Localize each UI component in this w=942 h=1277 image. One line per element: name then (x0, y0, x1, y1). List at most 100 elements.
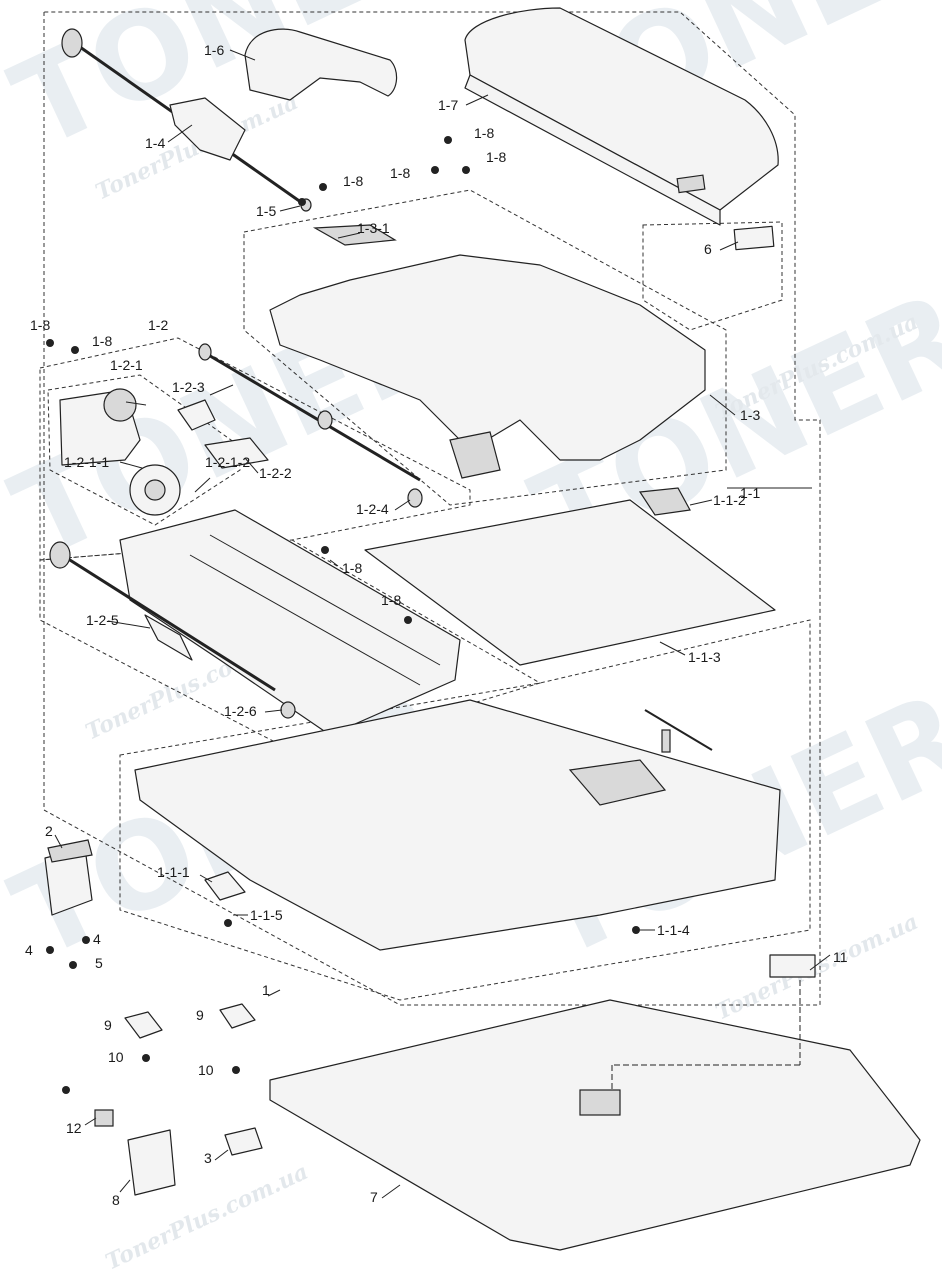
sheet-guide-1-3-1 (312, 224, 397, 246)
callout-label: 1-1-4 (657, 922, 690, 938)
callout-label: 1-2-2 (259, 465, 292, 481)
screws (46, 136, 640, 1094)
callout-label: 1-2-1 (110, 357, 143, 373)
screw-icon (319, 183, 327, 191)
screw-icon (232, 1066, 240, 1074)
label-11 (769, 954, 816, 978)
screw-icon (404, 616, 412, 624)
callout-label: 5 (95, 955, 103, 971)
leader-line (381, 1184, 401, 1199)
leader-line (214, 1149, 229, 1161)
frame-latch (449, 431, 501, 479)
screw-icon (444, 136, 452, 144)
callout-label: 1-8 (381, 592, 401, 608)
leader-line (125, 401, 147, 406)
guide-part (244, 28, 398, 101)
callout-label: 9 (196, 1007, 204, 1023)
screw-icon (298, 198, 306, 206)
leader-line (119, 1179, 131, 1193)
feed-frame-rib (209, 534, 441, 666)
bushing-1-2-4 (407, 488, 423, 508)
hinge-clip-3 (224, 1127, 263, 1156)
callout-label: 3 (204, 1150, 212, 1166)
upper-guide-frame (269, 254, 706, 461)
callout-label: 1-6 (204, 42, 224, 58)
callout-label: 1-8 (343, 173, 363, 189)
leader-line (337, 232, 361, 239)
callout-label: 1-1 (740, 485, 760, 501)
screw-icon (62, 1086, 70, 1094)
parts-layer (44, 7, 921, 1251)
separation-roller (144, 614, 193, 661)
callout-label: 10 (108, 1049, 124, 1065)
callout-label: 1-1-1 (157, 864, 190, 880)
screw-icon (71, 346, 79, 354)
bushing-1-2-6 (280, 701, 296, 719)
callout-label: 1-8 (390, 165, 410, 181)
callout-label: 1-7 (438, 97, 458, 113)
leader-line (209, 384, 234, 396)
leader-line (84, 1117, 97, 1126)
callout-label: 12 (66, 1120, 82, 1136)
callout-label: 1-1-3 (688, 649, 721, 665)
leader-line (465, 94, 489, 106)
screw-icon (46, 946, 54, 954)
callout-label: 1-2-3 (172, 379, 205, 395)
leader-line (329, 559, 339, 567)
callout-label: 6 (704, 241, 712, 257)
leader-line (167, 124, 193, 143)
callout-label: 1-1-2 (713, 492, 746, 508)
callout-label: 1-2-1-2 (205, 454, 250, 470)
shaft-gear (61, 28, 83, 58)
top-cover-window (676, 174, 706, 194)
screw-icon (321, 546, 329, 554)
watermark-site: TonerPlus.com.ua (712, 909, 923, 1026)
hinge-clip-12 (94, 1109, 114, 1127)
hinge-bracket-9-right (219, 1003, 256, 1029)
callout-labels: 1-6 1-7 1-4 1-8 1-8 1-8 1-8 1-5 1-3-1 6 … (25, 42, 848, 1208)
leader-line (194, 477, 211, 493)
callout-label: 1-1-5 (250, 907, 283, 923)
leader-line (229, 49, 256, 61)
leader-line (267, 989, 281, 997)
callout-label: 1-2-1-1 (64, 454, 109, 470)
hinge-bracket-9-left (124, 1011, 163, 1039)
platen-cover (269, 999, 921, 1251)
callout-label: 1-2-4 (356, 501, 389, 517)
pickup-roller-assembly (169, 97, 246, 161)
document-tray-sheet (364, 499, 776, 666)
callout-label: 1-8 (92, 333, 112, 349)
callout-label: 11 (833, 949, 848, 965)
leader-line (659, 641, 686, 656)
motor-hub (144, 479, 166, 501)
callout-label: 1-8 (486, 149, 506, 165)
leader-line (199, 874, 213, 883)
leader-line (107, 620, 151, 629)
callout-label: 1 (262, 982, 270, 998)
screw-icon (69, 961, 77, 969)
callout-label: 7 (370, 1189, 378, 1205)
screw-icon (462, 166, 470, 174)
callout-label: 8 (112, 1192, 120, 1208)
leader-line (394, 499, 411, 511)
leader-line (809, 954, 831, 971)
feed-frame-rib (189, 554, 421, 686)
callout-label: 1-3-1 (357, 220, 390, 236)
feed-shaft-gear (198, 343, 212, 361)
hinge-bracket-1-1-1 (204, 871, 246, 901)
separation-gear (49, 541, 71, 569)
screw-icon (632, 926, 640, 934)
screw-icon (431, 166, 439, 174)
label-6-boundary (642, 221, 783, 331)
assembly-1-boundary (43, 11, 821, 1006)
top-cover-edge (464, 74, 721, 226)
callout-label: 2 (45, 823, 53, 839)
hinge-block-8 (127, 1129, 176, 1196)
leader-line (689, 499, 713, 506)
callout-label: 9 (104, 1017, 112, 1033)
leader-line (264, 709, 283, 713)
label-6 (733, 225, 775, 251)
leader-line (709, 394, 736, 416)
assembly-1-1-boundary (119, 619, 811, 1001)
callout-label: 4 (93, 931, 101, 947)
